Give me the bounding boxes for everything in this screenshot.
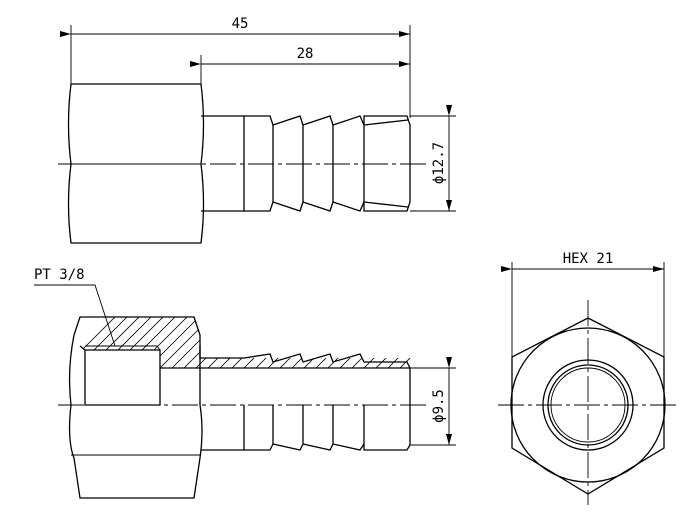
section-view: PT 3/8 ϕ9.5	[34, 267, 456, 499]
thread-spec-label: PT 3/8	[34, 267, 85, 283]
dimension-hex: HEX 21	[501, 251, 665, 357]
thread-bore	[79, 345, 161, 406]
thread-crest-line	[85, 345, 161, 351]
dimension-9-5-label: ϕ9.5	[431, 389, 447, 423]
section-nut-outline	[68, 334, 203, 499]
section-lower-barbs	[201, 405, 411, 451]
through-hole-line	[160, 367, 411, 445]
dimension-28-label: 28	[297, 46, 314, 62]
dimension-inner-diameter: ϕ9.5	[410, 357, 456, 446]
dimension-12-7-label: ϕ12.7	[431, 142, 447, 184]
end-view: HEX 21	[498, 251, 680, 505]
hex-21-label: HEX 21	[563, 251, 614, 267]
dimension-outer-diameter: ϕ12.7	[410, 105, 456, 212]
neck-outline	[201, 115, 245, 212]
dimension-45-label: 45	[232, 16, 249, 32]
section-upper-outline	[73, 316, 411, 369]
thread-callout: PT 3/8	[34, 267, 116, 347]
barb-section	[244, 115, 411, 212]
hex-nut-side	[67, 83, 205, 244]
dimension-overall-length: 45	[60, 16, 411, 118]
top-view: 45 28 ϕ12.7	[58, 16, 456, 244]
dimension-barb-length: 28	[190, 46, 410, 84]
